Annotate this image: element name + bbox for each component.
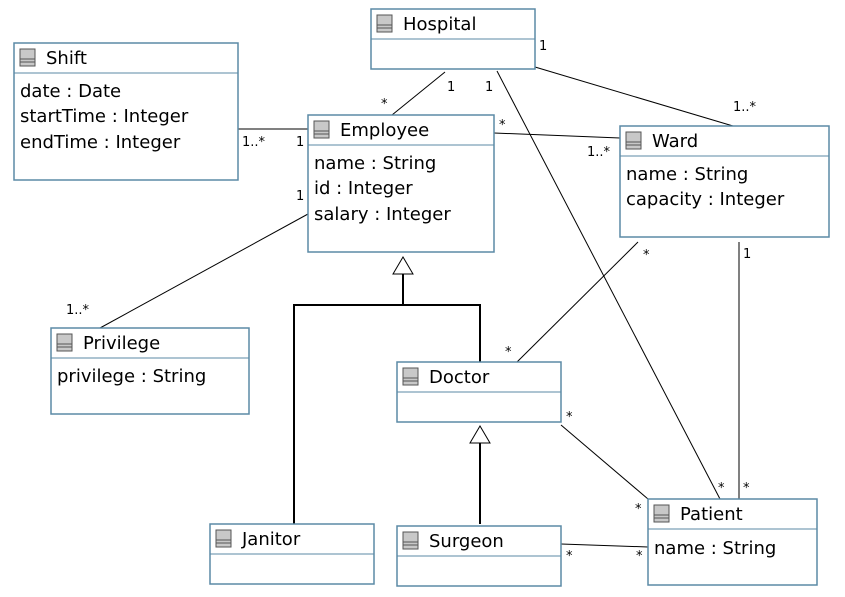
assoc-hospital-patient [496,70,721,500]
class-patient[interactable]: Patient name : String [647,498,818,586]
class-privilege[interactable]: Privilege privilege : String [50,327,250,415]
attribute: date : Date [20,81,121,102]
class-name: Hospital [403,14,476,35]
assoc-hospital-ward [534,66,734,127]
class-name: Ward [652,131,698,152]
assoc-hospital-employee [391,71,446,116]
class-name: Employee [340,120,429,141]
class-janitor[interactable]: Janitor [209,523,375,585]
multiplicity: 1 [539,39,547,54]
multiplicity: 1..* [733,100,757,115]
class-icon [625,131,642,150]
multiplicity: 1 [485,80,493,95]
gen-arrow-employee [392,256,414,275]
attribute: id : Integer [314,178,413,199]
class-icon [376,14,393,33]
multiplicity: * [505,345,512,360]
attribute: name : String [626,164,748,185]
class-icon [19,48,36,67]
multiplicity: * [743,481,750,496]
assoc-ward-doctor [516,241,639,363]
class-name: Surgeon [429,531,504,552]
attribute: capacity : Integer [626,189,785,210]
multiplicity: * [566,410,573,425]
class-icon [215,529,232,548]
multiplicity: 1..* [242,135,266,150]
multiplicity: * [718,481,725,496]
gen-janitor-employee [293,274,404,524]
multiplicity: 1 [296,135,304,150]
class-name: Doctor [429,367,490,388]
class-hospital[interactable]: Hospital [370,8,536,70]
multiplicity-labels: 1 1..* 1 * 1 * 1..* 1 * 1..* 1 1..* * * … [66,39,757,564]
generalizations [293,256,491,524]
multiplicity: * [499,118,506,133]
multiplicity: 1 [296,189,304,204]
assoc-employee-ward [493,132,621,139]
associations [99,66,740,548]
multiplicity: * [381,97,388,112]
multiplicity: * [635,502,642,517]
attribute: salary : Integer [314,204,451,225]
gen-arrow-doctor [469,425,491,444]
attribute: name : String [314,153,436,174]
multiplicity: * [636,549,643,564]
attribute: privilege : String [57,366,206,387]
gen-doctor-employee [403,304,481,362]
multiplicity: 1..* [587,145,611,160]
attribute: name : String [654,538,776,559]
class-name: Privilege [83,333,160,354]
multiplicity: 1 [743,247,751,262]
assoc-employee-privilege [99,213,309,329]
multiplicity: 1 [447,80,455,95]
multiplicity: 1..* [66,303,90,318]
multiplicity: * [643,248,650,263]
class-employee[interactable]: Employee name : String id : Integer sala… [307,114,495,253]
class-shift[interactable]: Shift date : Date startTime : Integer en… [13,42,239,181]
class-icon [402,367,419,386]
class-icon [56,333,73,352]
assoc-doctor-patient [560,424,649,500]
attribute: startTime : Integer [20,106,189,127]
class-name: Janitor [241,529,301,550]
multiplicity: * [566,549,573,564]
class-ward[interactable]: Ward name : String capacity : Integer [619,125,830,238]
class-name: Patient [680,504,743,525]
assoc-surgeon-patient [560,543,649,548]
class-icon [402,531,419,550]
class-doctor[interactable]: Doctor [396,361,562,423]
class-surgeon[interactable]: Surgeon [396,525,562,587]
class-icon [653,504,670,523]
attribute: endTime : Integer [20,132,181,153]
class-name: Shift [46,48,87,69]
class-icon [313,120,330,139]
